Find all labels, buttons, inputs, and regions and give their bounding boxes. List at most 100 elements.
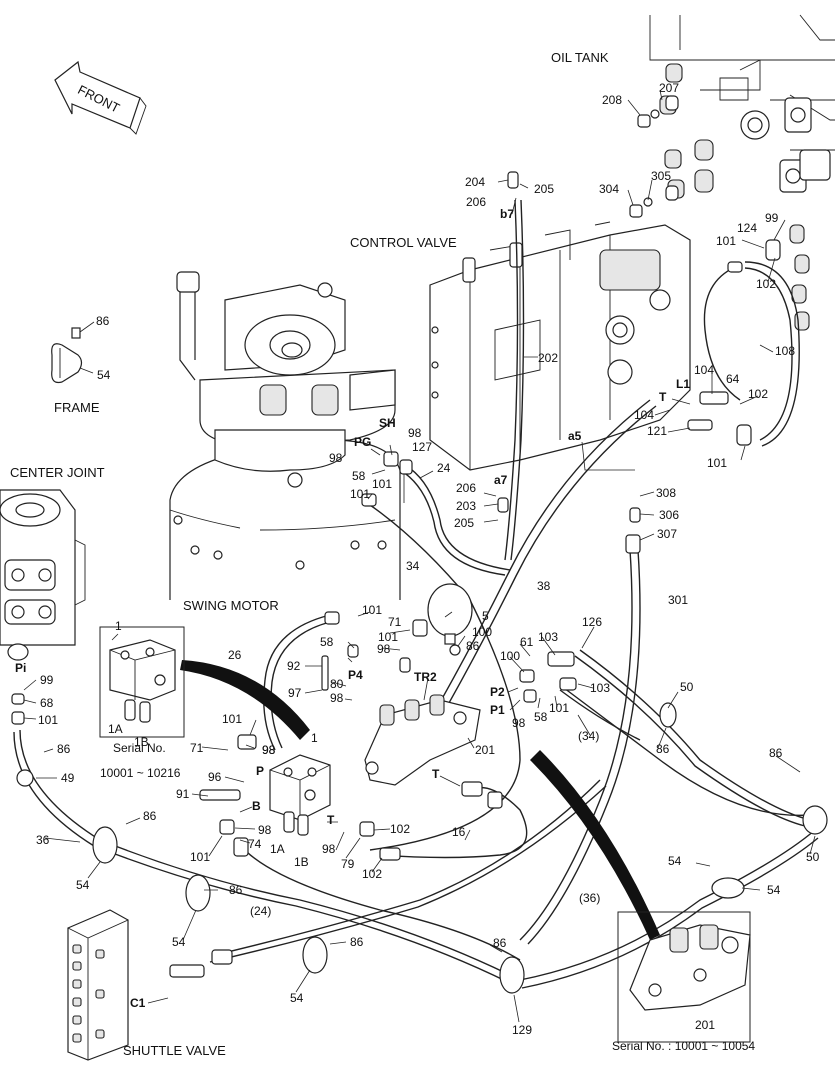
callout: P2 bbox=[490, 685, 505, 699]
callout: 54 bbox=[767, 883, 781, 897]
callout: (24) bbox=[250, 904, 271, 918]
callout: 54 bbox=[76, 878, 90, 892]
callout: 101 bbox=[549, 701, 569, 715]
callout: 203 bbox=[456, 499, 476, 513]
callout: 86 bbox=[229, 883, 243, 897]
callout: 201 bbox=[695, 1018, 715, 1032]
callout: 98 bbox=[377, 642, 391, 656]
callout: 49 bbox=[61, 771, 75, 785]
callout: 101 bbox=[222, 712, 242, 726]
callout: 98 bbox=[258, 823, 272, 837]
callout: 102 bbox=[756, 277, 776, 291]
swing-motor-label: SWING MOTOR bbox=[183, 598, 279, 613]
callout: 96 bbox=[208, 770, 222, 784]
callout: 102 bbox=[362, 867, 382, 881]
callout: 101 bbox=[362, 603, 382, 617]
shuttle-valve-label: SHUTTLE VALVE bbox=[123, 1043, 226, 1058]
fittings bbox=[7, 171, 781, 978]
callout: 71 bbox=[388, 615, 402, 629]
callout: P4 bbox=[348, 668, 363, 682]
callout: 1A bbox=[108, 722, 123, 736]
callout: Pi bbox=[15, 661, 26, 675]
callout: T bbox=[659, 390, 667, 404]
control-valve-label: CONTROL VALVE bbox=[350, 235, 457, 250]
callout: 129 bbox=[512, 1023, 532, 1037]
callout: 101 bbox=[707, 456, 727, 470]
callout: 38 bbox=[537, 579, 551, 593]
callout: 86 bbox=[96, 314, 110, 328]
hose-lines bbox=[13, 199, 819, 989]
callout: 99 bbox=[40, 673, 54, 687]
front-arrow: FRONT bbox=[54, 60, 147, 135]
callout: 308 bbox=[656, 486, 676, 500]
callout: 1A bbox=[270, 842, 285, 856]
callout: 100 bbox=[472, 625, 492, 639]
callout: 98 bbox=[512, 716, 526, 730]
plug-208 bbox=[637, 95, 679, 128]
callout: 91 bbox=[176, 787, 190, 801]
callout: 206 bbox=[466, 195, 486, 209]
serial-label-right: Serial No. : 10001 ~ 10054 bbox=[612, 1039, 755, 1053]
callout: 1B bbox=[294, 855, 309, 869]
callout: 104 bbox=[694, 363, 714, 377]
callout: B bbox=[252, 799, 261, 813]
leader-lines bbox=[23, 89, 816, 1023]
plug-304 bbox=[629, 185, 679, 218]
callout: 124 bbox=[737, 221, 757, 235]
callout: 58 bbox=[320, 635, 334, 649]
callout: T bbox=[432, 767, 440, 781]
callout: a5 bbox=[568, 429, 582, 443]
inset-box-right bbox=[617, 911, 751, 1043]
callout: 202 bbox=[538, 351, 558, 365]
callout: 54 bbox=[290, 991, 304, 1005]
frame-label: FRAME bbox=[54, 400, 100, 415]
callout: 101 bbox=[350, 487, 370, 501]
callout: 102 bbox=[748, 387, 768, 401]
callout: 98 bbox=[262, 743, 276, 757]
callout: a7 bbox=[494, 473, 508, 487]
callout: 101 bbox=[372, 477, 392, 491]
callout: 98 bbox=[322, 842, 336, 856]
callout: 86 bbox=[466, 639, 480, 653]
callout: 201 bbox=[475, 743, 495, 757]
remote-valve-block-1 bbox=[269, 754, 331, 836]
callout: 16 bbox=[452, 825, 466, 839]
callout: 104 bbox=[634, 408, 654, 422]
callout: 54 bbox=[668, 854, 682, 868]
callout: 103 bbox=[590, 681, 610, 695]
callout: 206 bbox=[456, 481, 476, 495]
callout: (34) bbox=[578, 729, 599, 743]
callout: 99 bbox=[765, 211, 779, 225]
detail-pointer-arrows bbox=[180, 660, 660, 940]
callout: 86 bbox=[656, 742, 670, 756]
callout: T bbox=[327, 813, 335, 827]
callout: 98 bbox=[329, 451, 343, 465]
callout: 205 bbox=[454, 516, 474, 530]
callout: 301 bbox=[668, 593, 688, 607]
valve-block-201 bbox=[364, 694, 481, 786]
callout: 64 bbox=[726, 372, 740, 386]
callout: P bbox=[256, 764, 264, 778]
callout: 208 bbox=[602, 93, 622, 107]
callout: 98 bbox=[330, 691, 344, 705]
serial-range-left: 10001 ~ 10216 bbox=[100, 766, 181, 780]
callout: P1 bbox=[490, 703, 505, 717]
callout: 127 bbox=[412, 440, 432, 454]
center-joint-label: CENTER JOINT bbox=[10, 465, 105, 480]
callout: 305 bbox=[651, 169, 671, 183]
callout: TR2 bbox=[414, 670, 437, 684]
callout: 306 bbox=[659, 508, 679, 522]
callout: 61 bbox=[520, 635, 534, 649]
control-valve-drawing bbox=[429, 221, 691, 471]
callout: 86 bbox=[57, 742, 71, 756]
callout: 68 bbox=[40, 696, 54, 710]
callout-numbers: 208 207 305 304 204 205 206 b7 124 99 10… bbox=[15, 81, 820, 1037]
callout: 207 bbox=[659, 81, 679, 95]
callout: 58 bbox=[352, 469, 366, 483]
callout: 74 bbox=[248, 837, 262, 851]
callout: 98 bbox=[408, 426, 422, 440]
frame-clip-drawing bbox=[51, 327, 83, 384]
callout: 97 bbox=[288, 686, 302, 700]
callout: 24 bbox=[437, 461, 451, 475]
callout: C1 bbox=[130, 996, 146, 1010]
